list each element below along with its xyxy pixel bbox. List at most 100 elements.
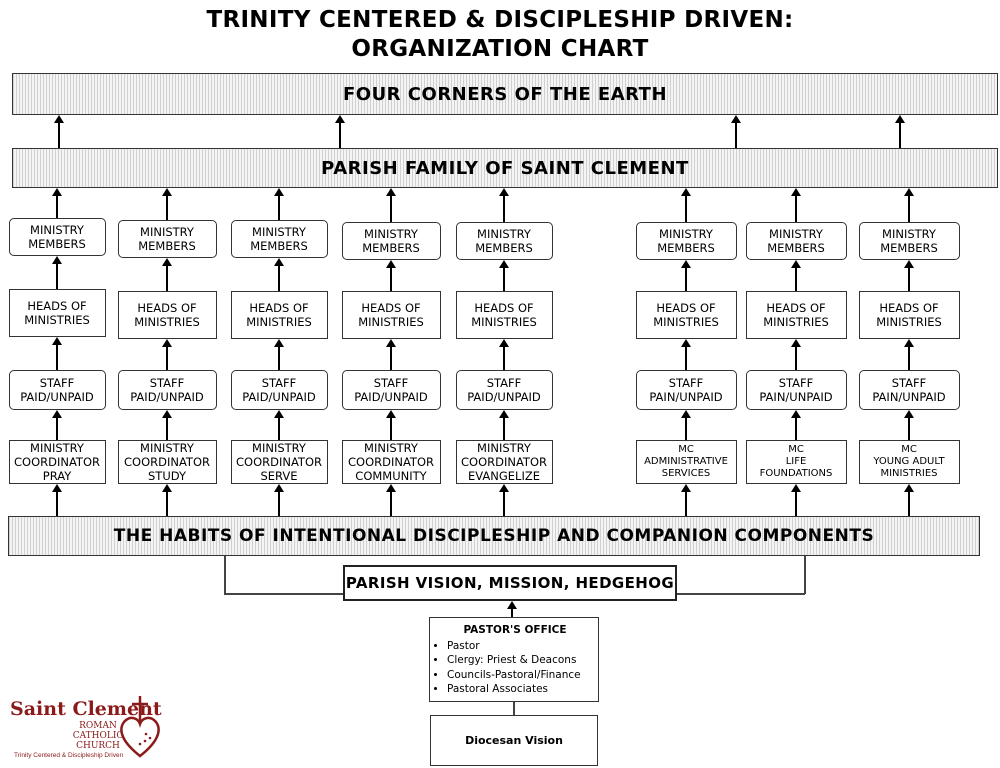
connector-line	[511, 608, 513, 617]
staff-label-line: STAFF	[261, 376, 297, 390]
arrow-up-icon	[895, 115, 905, 123]
heads-label-line: MINISTRIES	[134, 315, 200, 329]
arrow-up-icon	[386, 484, 396, 492]
members-label-line: MINISTRY	[140, 225, 194, 239]
connector-line	[735, 122, 737, 148]
arrow-up-icon	[731, 115, 741, 123]
heads-label-line: HEADS OF	[27, 299, 87, 313]
members-label-line: MEMBERS	[880, 241, 938, 255]
connector-line	[56, 490, 58, 516]
connector-line	[908, 416, 910, 440]
arrow-up-icon	[499, 260, 509, 268]
connector-line	[795, 490, 797, 516]
connector-line	[908, 266, 910, 291]
heads-label-line: MINISTRIES	[24, 313, 90, 327]
coordinator-label-line: MINISTRY	[252, 441, 306, 455]
heads-label-line: MINISTRIES	[358, 315, 424, 329]
members-label-line: MINISTRY	[769, 227, 823, 241]
members-label-line: MEMBERS	[138, 239, 196, 253]
heads-label-line: MINISTRIES	[876, 315, 942, 329]
staff-label-line: PAIN/UNPAID	[872, 390, 946, 404]
coordinator-label-line: MINISTRY	[140, 441, 194, 455]
four-corners-label: FOUR CORNERS OF THE EARTH	[342, 83, 668, 105]
members-label-line: MEMBERS	[250, 239, 308, 253]
arrow-up-icon	[681, 339, 691, 347]
heads-label-line: HEADS OF	[879, 301, 939, 315]
staff-label-line: STAFF	[778, 376, 814, 390]
arrow-up-icon	[791, 410, 801, 418]
connector-line	[166, 345, 168, 370]
connector-line	[390, 345, 392, 370]
staff-label-line: STAFF	[149, 376, 185, 390]
staff-label-line: PAID/UNPAID	[354, 390, 428, 404]
heads-label-line: MINISTRIES	[763, 315, 829, 329]
cross-heart-icon	[120, 696, 160, 758]
connector-line	[56, 262, 58, 289]
arrow-up-icon	[274, 339, 284, 347]
members-label-line: MEMBERS	[475, 241, 533, 255]
arrow-up-icon	[162, 410, 172, 418]
pastors-office-list: Pastor Clergy: Priest & Deacons Councils…	[436, 639, 594, 697]
arrow-up-icon	[499, 484, 509, 492]
connector-line	[513, 702, 515, 715]
members-label-line: MINISTRY	[364, 227, 418, 241]
habits-band: THE HABITS OF INTENTIONAL DISCIPLESHIP A…	[8, 516, 980, 556]
arrow-up-icon	[499, 188, 509, 196]
arrow-up-icon	[904, 410, 914, 418]
connector-line	[795, 266, 797, 291]
coordinator-label-line: MINISTRIES	[880, 468, 938, 479]
logo-sub-line: CHURCH	[76, 741, 120, 751]
connector-line	[278, 194, 280, 220]
coordinator-label-line: MC	[678, 444, 694, 455]
heads-label-line: HEADS OF	[361, 301, 421, 315]
connector-line	[795, 416, 797, 440]
arrow-up-icon	[274, 484, 284, 492]
arrow-up-icon	[274, 188, 284, 196]
logo-name: Saint Clement	[10, 698, 162, 720]
arrow-up-icon	[386, 410, 396, 418]
connector-line	[339, 122, 341, 148]
parish-vision-box: PARISH VISION, MISSION, HEDGEHOG	[343, 565, 677, 601]
heads-label-line: MINISTRIES	[653, 315, 719, 329]
heads-label-line: HEADS OF	[766, 301, 826, 315]
members-label-line: MINISTRY	[882, 227, 936, 241]
arrow-up-icon	[162, 258, 172, 266]
connector-line	[390, 194, 392, 222]
bracket-line	[224, 556, 226, 594]
connector-line	[166, 416, 168, 440]
pastors-office-item: Pastor	[447, 639, 594, 654]
arrow-up-icon	[386, 188, 396, 196]
arrow-up-icon	[499, 339, 509, 347]
heads-label-line: MINISTRIES	[471, 315, 537, 329]
parish-family-band: PARISH FAMILY OF SAINT CLEMENT	[12, 148, 998, 188]
staff-label-line: PAID/UNPAID	[20, 390, 94, 404]
arrow-up-icon	[274, 258, 284, 266]
connector-line	[390, 490, 392, 516]
arrow-up-icon	[904, 339, 914, 347]
coordinator-label-line: LIFE	[785, 456, 807, 467]
bracket-line	[677, 593, 805, 595]
arrow-up-icon	[162, 188, 172, 196]
habits-label: THE HABITS OF INTENTIONAL DISCIPLESHIP A…	[113, 526, 875, 546]
members-label-line: MINISTRY	[659, 227, 713, 241]
logo-subtitle: ROMAN CATHOLIC CHURCH	[68, 721, 128, 751]
arrow-up-icon	[681, 260, 691, 268]
